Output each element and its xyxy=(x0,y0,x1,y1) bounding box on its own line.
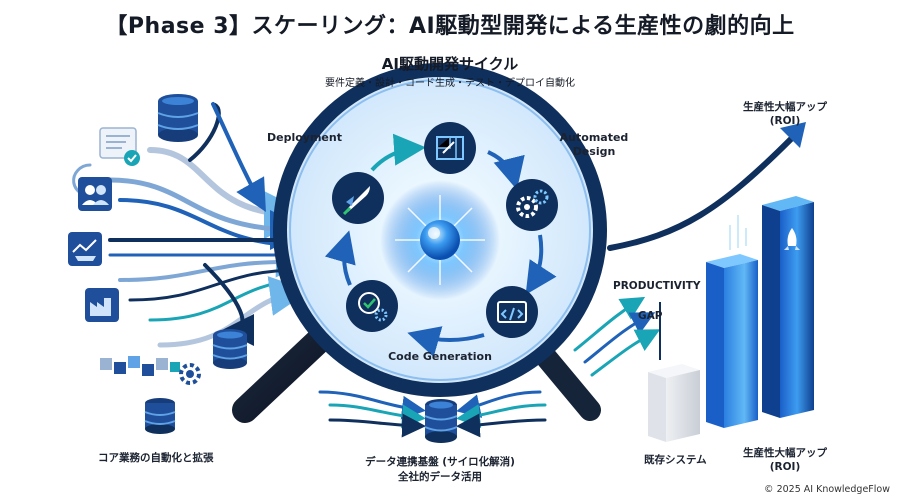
page-title: 【Phase 3】スケーリング：AI駆動型開発による生産性の劇的向上 xyxy=(105,14,795,39)
core-business-label: コア業務の自動化と拡張 xyxy=(98,452,214,464)
check-gear-icon xyxy=(346,280,398,332)
roi-bottom-label: 生産性大幅アップ (ROI) xyxy=(743,447,827,473)
gear-icon xyxy=(179,363,201,385)
roi-rising-arrow xyxy=(607,122,806,251)
productivity-label: PRODUCTIVITY xyxy=(613,280,701,292)
roi-top-label: 生産性大幅アップ (ROI) xyxy=(743,101,827,127)
ai-core-icon xyxy=(380,180,500,300)
database-icon xyxy=(157,94,199,142)
stage-deployment: Deployment xyxy=(267,131,342,144)
code-icon xyxy=(486,286,538,338)
blueprint-icon xyxy=(424,122,476,174)
data-blocks xyxy=(100,356,180,376)
database-icon xyxy=(424,399,458,443)
rocket-icon xyxy=(784,228,800,250)
data-platform-label: データ連携基盤 (サイロ化解消) xyxy=(365,456,515,468)
data-utilization-label: 全社的データ活用 xyxy=(398,471,482,483)
factory-icon xyxy=(85,288,119,322)
cycle-heading: AI駆動開発サイクル xyxy=(381,55,519,73)
right-flow-arrows xyxy=(573,296,661,377)
legacy-system-label: 既存システム xyxy=(644,454,707,466)
rocket-icon xyxy=(332,172,384,224)
database-icon xyxy=(144,398,176,434)
cycle-arrows xyxy=(324,133,557,357)
gap-label: GAP xyxy=(638,310,663,322)
document-check-icon xyxy=(99,127,140,166)
bottom-flow-arrows xyxy=(318,390,547,438)
database-icon xyxy=(212,329,248,369)
stage-automated-design: Automated Design xyxy=(559,131,629,158)
roi-bar xyxy=(762,196,814,418)
copyright: © 2025 AI KnowledgeFlow xyxy=(764,484,890,495)
bar-glow-lines xyxy=(729,215,747,250)
gears-icon xyxy=(506,179,558,231)
users-icon xyxy=(78,177,112,211)
productivity-bar xyxy=(706,254,758,428)
chart-cart-icon xyxy=(68,232,102,266)
stage-code-generation: Code Generation xyxy=(388,350,492,363)
legacy-system-bar xyxy=(648,364,700,442)
magnifier-handle xyxy=(232,317,601,423)
cycle-subheading: 要件定義・設計・コード生成・テスト・デプロイ自動化 xyxy=(325,78,575,89)
left-flow-arrows xyxy=(72,102,312,348)
